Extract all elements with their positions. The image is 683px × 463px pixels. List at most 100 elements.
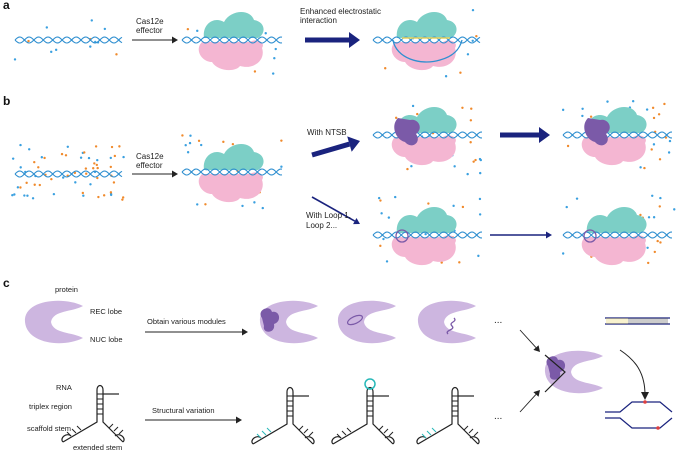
b-free-dna-blue-ion — [40, 156, 44, 159]
a-cas12e-nuc-lobe — [198, 40, 263, 71]
b-arrow-1-head — [172, 170, 178, 178]
b-ntsb-2-blue-ion — [581, 107, 584, 110]
c-rna-variant-3-extended-loop — [469, 436, 480, 445]
b-arrow-final-top-head — [539, 127, 550, 143]
c-rna-variant-1-extended-bp — [308, 431, 314, 437]
c-unwound-bottom — [605, 417, 673, 429]
b-ntsb-1-blue-ion — [410, 164, 413, 168]
b-free-dna-blue-ion — [26, 194, 29, 197]
b-loop-1-blue-ion — [377, 196, 381, 200]
b-complex-orange-ion — [222, 140, 225, 144]
c-rna-variant-3-scaffold-bp — [426, 430, 432, 436]
b-free-dna-blue-ion — [11, 194, 14, 197]
b-free-dna-orange-ion — [25, 181, 28, 185]
c-rna-variant-2-backbone-1 — [332, 392, 368, 445]
b-loop-2-blue-ion — [673, 208, 676, 211]
a-free-dna-blue-ion — [45, 26, 49, 29]
b-ntsb-2-orange-ion — [643, 166, 646, 170]
c-protein-module-1 — [259, 300, 318, 344]
c-rna-variant-2-extended-bp — [388, 431, 394, 437]
b-free-dna-orange-ion — [95, 163, 99, 167]
a-cas12e-enhanced-nuc-lobe — [391, 40, 456, 71]
b-cas12e-label: Cas12e — [136, 152, 164, 161]
c-rna-extended-bp — [108, 423, 114, 429]
c-rna-variant-3-top-loop — [451, 386, 459, 393]
b-ntsb-1-orange-ion — [461, 106, 464, 110]
c-rna-top-loop — [96, 384, 104, 391]
b-ntsb-2-blue-ion — [645, 108, 649, 111]
b-loop-cas12e-1-rec-lobe — [396, 206, 457, 233]
b-free-dna-blue-ion — [109, 193, 113, 197]
b-free-dna-blue-ion — [66, 145, 69, 149]
c-rna-variant-3-extended-bp — [473, 431, 479, 437]
b-loop-1-blue-ion — [424, 232, 427, 236]
b-loop-1-blue-ion — [452, 204, 455, 208]
b-loop-1-blue-ion — [478, 197, 482, 201]
a-complex-blue-ion — [196, 29, 199, 33]
c-cut-site-1 — [643, 400, 647, 404]
b-arrow-final-bottom-head — [546, 231, 552, 239]
b-loop-dna-2-strand2 — [562, 231, 673, 239]
b-free-dna-blue-ion — [19, 143, 22, 147]
b-arrow-ntsb-shaft — [311, 141, 351, 158]
b-loop-dna-1-strand1 — [372, 231, 483, 239]
b-ntsb-1-orange-ion — [474, 158, 477, 162]
c-ellipsis-bottom: ... — [494, 411, 503, 422]
c-variant-hairpin — [364, 378, 376, 390]
b-loop-2-orange-ion — [653, 250, 657, 254]
b-free-dna-orange-ion — [83, 151, 86, 154]
b-free-dna-blue-ion — [87, 156, 91, 160]
b-free-dna-orange-ion — [50, 177, 53, 181]
c-module-loop — [347, 314, 363, 326]
c-arrow-combine-top-head — [533, 345, 540, 352]
b-free-dna-blue-ion — [28, 148, 31, 151]
a-enhanced-strand-loop — [392, 39, 463, 63]
b-free-dna-blue-ion — [79, 156, 83, 159]
b-complex-blue-ion — [196, 203, 199, 206]
b-ntsb-dna-2-strand2 — [562, 131, 673, 139]
a-interaction-label: interaction — [300, 16, 337, 25]
b-ntsb-1-blue-ion — [411, 104, 415, 108]
b-free-dna-blue-ion — [61, 176, 65, 179]
a-enhanced-blue-ion — [466, 53, 470, 56]
a-dna-free-strand2 — [14, 36, 123, 44]
b-complex-orange-ion — [197, 139, 201, 143]
b-free-dna-orange-ion — [43, 156, 46, 160]
b-free-dna-orange-ion — [92, 167, 95, 170]
b-ntsb-1-orange-ion — [406, 167, 409, 171]
a-cas12e-rec-lobe — [203, 11, 264, 38]
c-unwound-top — [605, 401, 673, 413]
c-rna-variant-1-scaffold-bp — [256, 433, 262, 439]
c-rna-scaffold-bp — [71, 428, 77, 434]
c-protein-shape — [24, 300, 83, 344]
c-rna-variant-2-scaffold-bp — [341, 430, 347, 436]
b-ntsb-1-orange-ion — [394, 116, 398, 120]
a-enhanced-orange-ion — [384, 67, 387, 70]
b-free-dna-blue-ion — [96, 158, 99, 162]
b-ntsb-1-blue-ion — [478, 157, 482, 161]
c-rec-lobe-label: REC lobe — [90, 307, 123, 316]
b-ntsb-2-blue-ion — [631, 99, 635, 103]
c-extended-label: extended stem — [73, 443, 123, 452]
a-complex-blue-ion — [271, 72, 275, 75]
b-loop-2-blue-ion — [652, 216, 656, 219]
panel-label-c: c — [3, 276, 10, 290]
b-arrow-ntsb-head — [347, 136, 360, 152]
b-free-dna-orange-ion — [109, 165, 113, 169]
a-free-dna-blue-ion — [13, 58, 17, 61]
a-free-dna-blue-ion — [54, 48, 58, 52]
b-loop-1-blue-ion — [380, 212, 383, 215]
c-protein-module-3 — [417, 300, 476, 344]
b-ntsb-dna-1-strand1 — [372, 131, 483, 139]
a-effector-label: effector — [136, 26, 163, 35]
b-cas12e-nuc-lobe — [198, 172, 263, 203]
b-loop2-label: Loop 2... — [306, 221, 338, 230]
b-loop-cas12e-1-nuc-lobe — [391, 235, 456, 266]
b-free-dna-orange-ion — [109, 191, 113, 194]
b-cas12e-rec-lobe — [203, 143, 264, 170]
c-arrow-combine-bottom-shaft — [519, 394, 537, 413]
b-loop-1-orange-ion — [458, 261, 461, 264]
b-ntsb-2-orange-ion — [663, 102, 666, 106]
b-ntsb-1-blue-ion — [466, 172, 469, 176]
